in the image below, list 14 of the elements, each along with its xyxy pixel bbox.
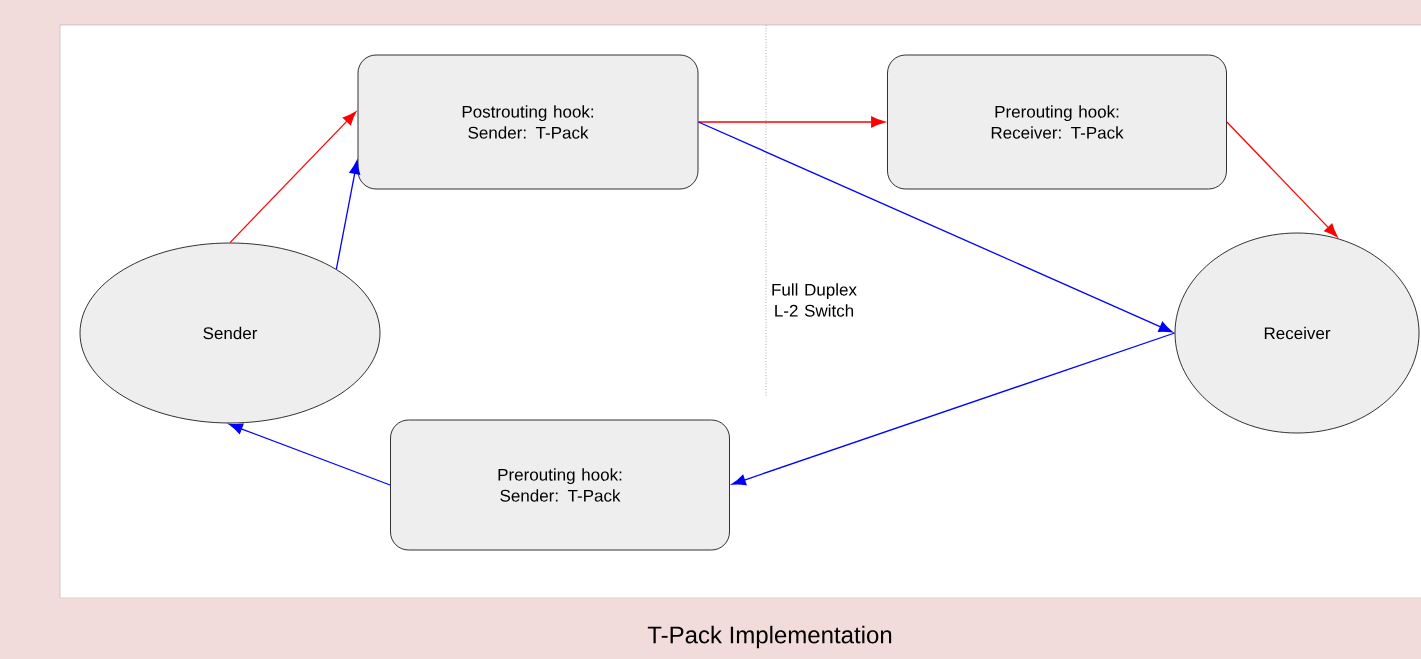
arrow (335, 160, 361, 270)
ellipse-node: Sender (79, 242, 381, 424)
arrow (697, 116, 886, 128)
arrow (228, 423, 391, 486)
arrow (229, 111, 357, 244)
caption: T-Pack Implementation (647, 625, 892, 649)
arrow (697, 121, 1173, 333)
switch-label: Full Duplex L-2 Switch (772, 283, 857, 317)
arrow (731, 332, 1176, 486)
process-box: Prerouting hook: Sender: T-Pack (390, 419, 730, 551)
process-box: Postrouting hook: Sender: T-Pack (357, 54, 699, 190)
ellipse-node: Receiver (1174, 232, 1420, 434)
arrow (1226, 121, 1338, 238)
process-box: Prerouting hook: Receiver: T-Pack (887, 54, 1227, 190)
